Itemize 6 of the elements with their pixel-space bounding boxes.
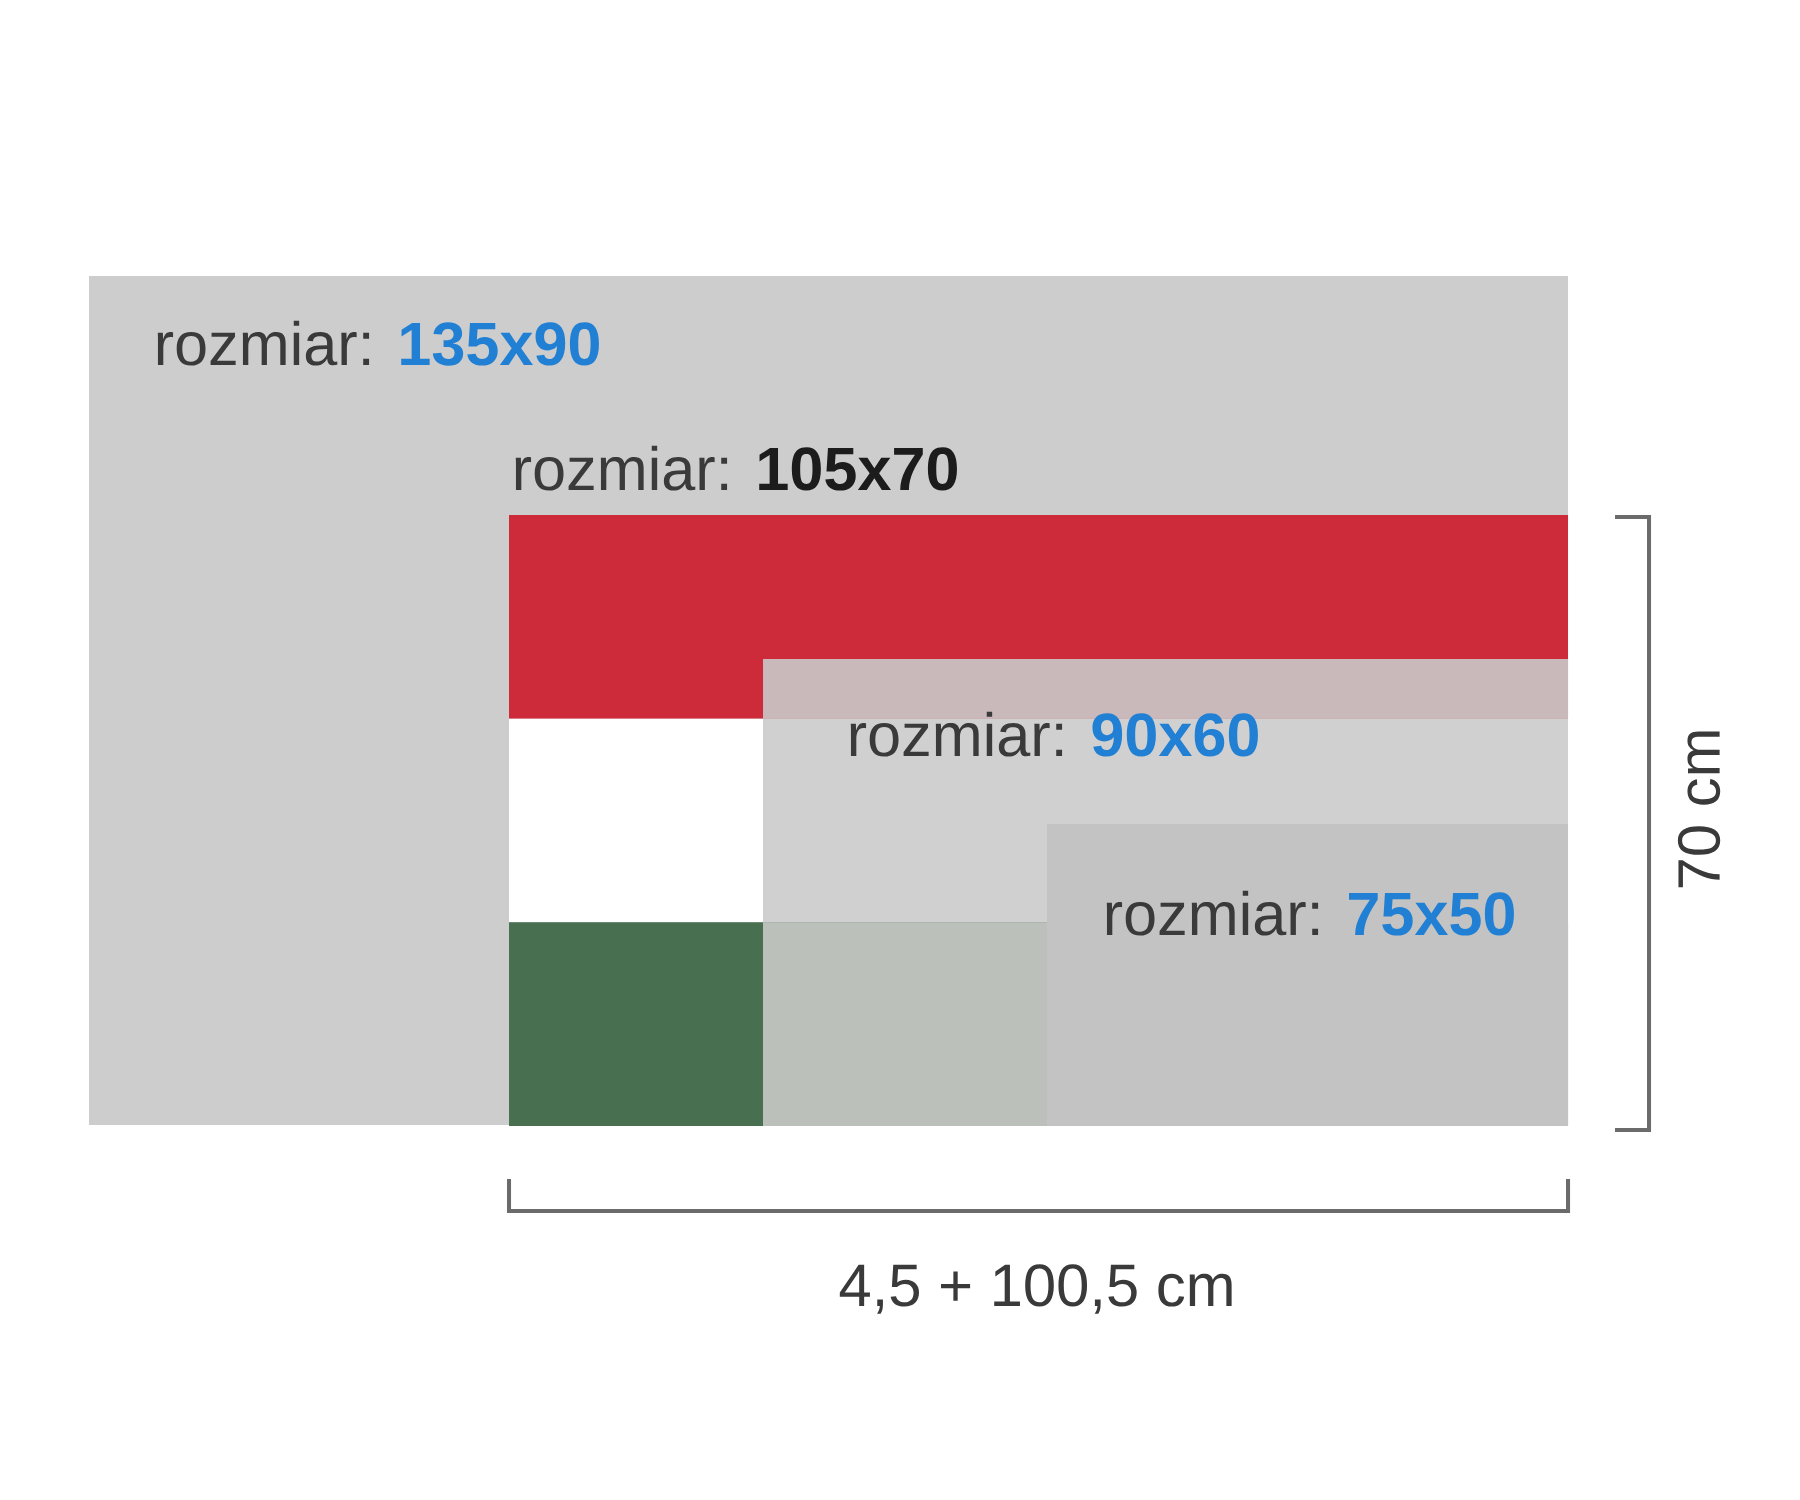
size-label: rozmiar: 135x90: [157, 320, 599, 366]
dimension-label: 70 cm: [1677, 731, 1721, 888]
size-label: rozmiar: 75x50: [1106, 890, 1514, 936]
dimension-label: 4,5 + 100,5 cm: [839, 1264, 1232, 1314]
size-label: rozmiar: 90x60: [850, 711, 1258, 757]
size-label: rozmiar: 105x70: [515, 445, 957, 491]
